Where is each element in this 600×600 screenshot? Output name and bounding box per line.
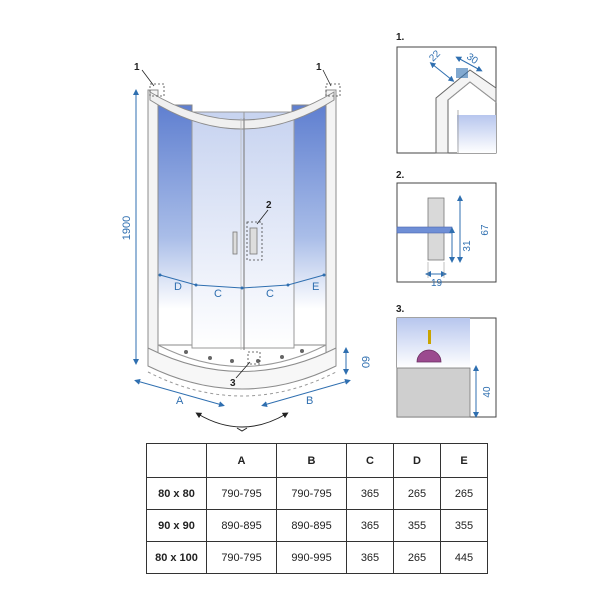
- table-header-row: A B C D E: [146, 443, 488, 478]
- size-specification-table: A B C D E 80 x 80 790-795 790-795 365 26…: [146, 443, 488, 574]
- table-cell: 265: [393, 541, 441, 574]
- callout-1-right: 1: [316, 62, 322, 73]
- detail-2-dim-c: 19: [431, 278, 443, 289]
- table-header-cell: C: [346, 443, 394, 478]
- table-row-size: 90 x 90: [146, 509, 207, 542]
- table-cell: 790-795: [206, 541, 277, 574]
- callout-2: 2: [266, 200, 272, 211]
- table-row: 80 x 80 790-795 790-795 365 265 265: [146, 477, 488, 510]
- detail-1-number: 1.: [396, 32, 405, 43]
- table-cell: 265: [393, 477, 441, 510]
- detail-3: 3. 40: [396, 304, 497, 418]
- segment-c-right: C: [266, 288, 274, 300]
- table-cell: 790-795: [206, 477, 277, 510]
- tray-section: [396, 367, 471, 418]
- right-fixed-panel: [291, 104, 327, 346]
- roller-wheel: [416, 349, 442, 363]
- left-sliding-door: [191, 111, 245, 349]
- right-wall-profile: [325, 89, 337, 356]
- table-row-size: 80 x 80: [146, 477, 207, 510]
- detail-1: 1. 22 30: [396, 32, 497, 154]
- callout-1-left: 1: [134, 62, 140, 73]
- glass-section: [396, 226, 453, 234]
- table-cell: 990-995: [276, 541, 347, 574]
- table-cell: 790-795: [276, 477, 347, 510]
- table-cell: 365: [346, 477, 394, 510]
- table-header-cell: E: [440, 443, 488, 478]
- table-cell: 265: [440, 477, 488, 510]
- table-row: 80 x 100 790-795 990-995 365 265 445: [146, 541, 488, 574]
- table-cell: 890-895: [206, 509, 277, 542]
- height-label: 1900: [121, 216, 133, 240]
- door-handle-right: [249, 227, 258, 255]
- table-row: 90 x 90 890-895 890-895 365 355 355: [146, 509, 488, 542]
- detail-2: 2. 67 31 19: [396, 170, 497, 289]
- detail-2-dim-b: 31: [462, 240, 473, 252]
- top-curved-rail: [149, 91, 335, 130]
- segment-e: E: [312, 281, 319, 293]
- door-handle-left: [232, 231, 238, 255]
- detail-2-number: 2.: [396, 170, 405, 181]
- table-cell: 890-895: [276, 509, 347, 542]
- segment-c-left: C: [214, 288, 222, 300]
- table-header-cell: [146, 443, 207, 478]
- table-cell: 365: [346, 541, 394, 574]
- base-height-label: 60: [359, 356, 371, 368]
- detail-3-dim-a: 40: [482, 386, 493, 398]
- shower-tray: [147, 347, 337, 390]
- callout-3: 3: [230, 378, 236, 389]
- detail-3-number: 3.: [396, 304, 405, 315]
- width-label-b: B: [306, 395, 313, 407]
- segment-d: D: [174, 281, 182, 293]
- left-fixed-panel: [157, 104, 193, 346]
- table-cell: 365: [346, 509, 394, 542]
- table-header-cell: A: [206, 443, 277, 478]
- enclosure-main-view: 1 1 2 3 1900 60 A B D C C E: [121, 62, 371, 432]
- opening-arc-arrow: [195, 412, 289, 428]
- table-cell: 355: [440, 509, 488, 542]
- detail-2-dim-a: 67: [480, 224, 491, 236]
- table-header-cell: B: [276, 443, 347, 478]
- table-cell: 355: [393, 509, 441, 542]
- table-header-cell: D: [393, 443, 441, 478]
- table-cell: 445: [440, 541, 488, 574]
- left-wall-profile: [147, 89, 159, 356]
- table-row-size: 80 x 100: [146, 541, 207, 574]
- width-label-a: A: [176, 395, 184, 407]
